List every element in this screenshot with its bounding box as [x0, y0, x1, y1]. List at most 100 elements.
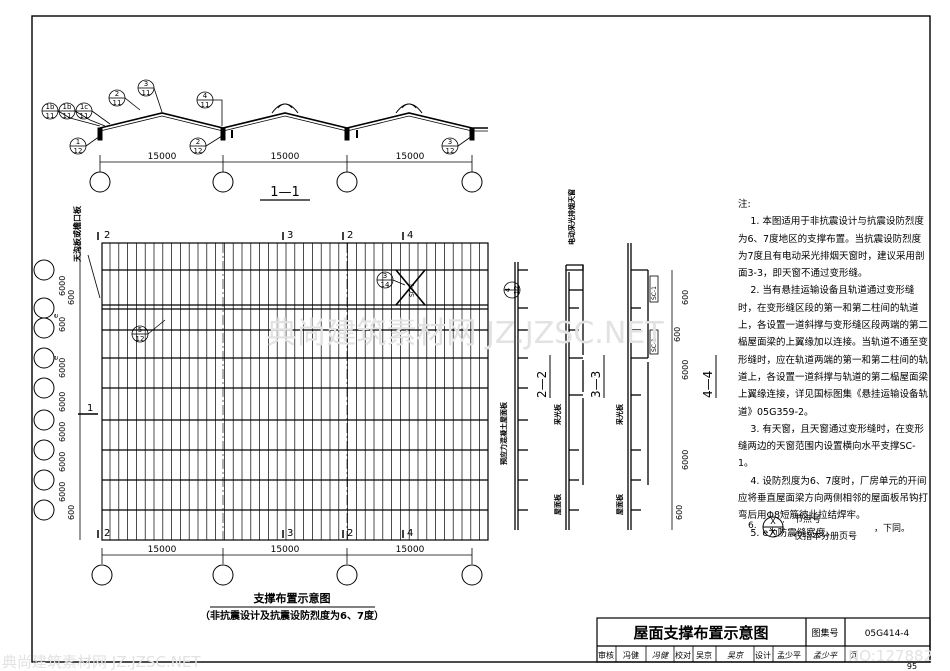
- signature: 孟少平: [813, 651, 838, 660]
- left-dim: 600: [67, 505, 76, 520]
- axis-bubble: [336, 564, 358, 586]
- title-cell: 页: [849, 651, 857, 660]
- cut-marks-top: [97, 232, 404, 240]
- title-cell: 校对: [675, 650, 691, 660]
- left-dim: 600: [67, 290, 76, 305]
- left-mark: 600: [58, 317, 67, 332]
- svg-text:12: 12: [446, 147, 455, 155]
- sheet-border: [31, 15, 931, 663]
- svg-text:3: 3: [144, 80, 148, 88]
- note-item: 1. 本图适用于非抗震设计与抗震设防烈度为6、7度地区的支撑布置。当抗震设防烈度…: [738, 216, 925, 280]
- dim-4-4: 6000: [681, 360, 690, 380]
- vertical-text: 屋面板: [553, 493, 562, 515]
- span-dim: 15000: [396, 152, 425, 162]
- svg-text:5: 5: [138, 326, 142, 334]
- cut-mark: 3: [287, 528, 293, 539]
- svg-text:11: 11: [142, 89, 151, 97]
- signature: 冯健: [652, 651, 669, 660]
- section-3-3: [565, 264, 584, 530]
- roof-profile: [99, 112, 488, 129]
- atlas-number: 05G414-4: [865, 629, 910, 639]
- title-cell: 冯健: [623, 650, 639, 660]
- title-cell: 孟少平: [777, 650, 801, 660]
- node-legend: 6. X X 节点号 仅指本分册页号 ，下同。: [748, 510, 938, 546]
- dim-4-4: 600: [675, 505, 684, 520]
- sc-label: SC-1: [651, 338, 658, 352]
- span-dim: 15000: [148, 545, 177, 555]
- axis-bubble: [91, 564, 113, 586]
- signature: 吴京: [727, 651, 744, 660]
- notes-heading: 注:: [738, 199, 751, 210]
- roof-beams: [102, 269, 488, 511]
- cut-mark: 2: [347, 230, 353, 241]
- span-dim: 15000: [271, 152, 300, 162]
- svg-text:2: 2: [115, 90, 119, 98]
- svg-text:11: 11: [113, 99, 122, 107]
- left-vertical-label: 天沟板或檐口板: [72, 205, 82, 262]
- svg-text:11: 11: [63, 112, 72, 120]
- section-label-3-3: 3—3: [589, 371, 603, 398]
- svg-text:4: 4: [203, 92, 208, 100]
- note-item-6: 6.: [748, 521, 757, 531]
- skylight-dome: [395, 103, 423, 114]
- sc-label: SC-1: [409, 283, 416, 297]
- svg-text:11: 11: [80, 112, 89, 120]
- atlas-label: 图集号: [811, 627, 838, 639]
- cut-mark: 2: [347, 528, 353, 539]
- plan-subtitle: （非抗震设计及抗震设防烈度为6、7度）: [200, 609, 384, 622]
- vertical-text: 采光板: [553, 403, 562, 426]
- drawing-title: 屋面支撑布置示意图: [633, 624, 768, 642]
- note-item: 4. 设防烈度为6、7度时，厂房单元的开间应将垂直屋面梁方向两侧相邻的屋面板吊钩…: [738, 475, 929, 522]
- detail-callouts-1-1: 1b 11 1b 11 1c 11 2 11 3 11 4 11 1 12 2 …: [41, 79, 473, 155]
- section-label-2-2: 2—2: [535, 371, 549, 398]
- left-dim: 6000: [58, 358, 67, 378]
- title-cell: 审核: [598, 650, 614, 660]
- left-dim: 6000: [58, 276, 67, 296]
- section-label-4-4: 4—4: [701, 371, 715, 398]
- roof-panel-ribs: [109, 243, 480, 540]
- dim-4-4: 6000: [681, 450, 690, 470]
- watermark-center: 典尚建筑素材网 JZ.JZSC.NET: [266, 316, 664, 351]
- section-label-1-1: 1—1: [270, 185, 300, 200]
- svg-text:3: 3: [448, 138, 452, 146]
- svg-text:1b: 1b: [46, 103, 55, 111]
- section-4-4: [627, 243, 673, 530]
- cut-mark: 4: [407, 230, 413, 241]
- vertical-text: 屋面板: [615, 493, 624, 515]
- dim-4-4: 600: [681, 290, 690, 305]
- note-item: 5. e为防震缝宽度。: [750, 527, 835, 539]
- svg-text:12: 12: [194, 147, 203, 155]
- note-item: 3. 有天窗，且天窗通过变形缝时，在变形缝两边的天窗范围内设置横向水平支撑SC-…: [738, 423, 924, 470]
- svg-text:1: 1: [76, 138, 80, 146]
- svg-text:12: 12: [136, 335, 145, 343]
- left-dim: 6000: [58, 482, 67, 502]
- section-1-1: [89, 103, 488, 201]
- watermark-bottom-right: NO:127882: [848, 647, 933, 665]
- roof-plan: [33, 232, 521, 586]
- cut-mark: 3: [287, 230, 293, 241]
- cross-bracing: [395, 269, 426, 306]
- cut-mark: 4: [407, 528, 413, 539]
- svg-text:12: 12: [513, 286, 521, 295]
- left-dim: 6000: [58, 422, 67, 442]
- left-dim: 6000: [58, 452, 67, 472]
- vertical-text: 采光板: [615, 403, 624, 426]
- node-symbol: X X: [762, 516, 784, 538]
- dim-4-4: 600: [673, 327, 682, 342]
- plan-title: 支撑布置示意图: [253, 591, 331, 605]
- row-axis-bubbles: [33, 259, 55, 521]
- detail-callout: [41, 79, 473, 155]
- page-number: 95: [907, 662, 917, 671]
- svg-text:14: 14: [381, 281, 390, 289]
- svg-text:3: 3: [383, 272, 387, 280]
- left-dim: 6000: [58, 392, 67, 412]
- axis-bubble: [89, 171, 111, 193]
- cut-mark: 2: [104, 528, 110, 539]
- watermark-bottom-left: 典尚建筑素材网 JZ.JZSC.NET: [2, 653, 201, 671]
- node-label: 节点号: [794, 515, 822, 525]
- span-dim: 15000: [396, 545, 425, 555]
- axis-bubble: [461, 564, 483, 586]
- left-mark: e: [52, 314, 60, 318]
- title-block-frame: [596, 617, 931, 663]
